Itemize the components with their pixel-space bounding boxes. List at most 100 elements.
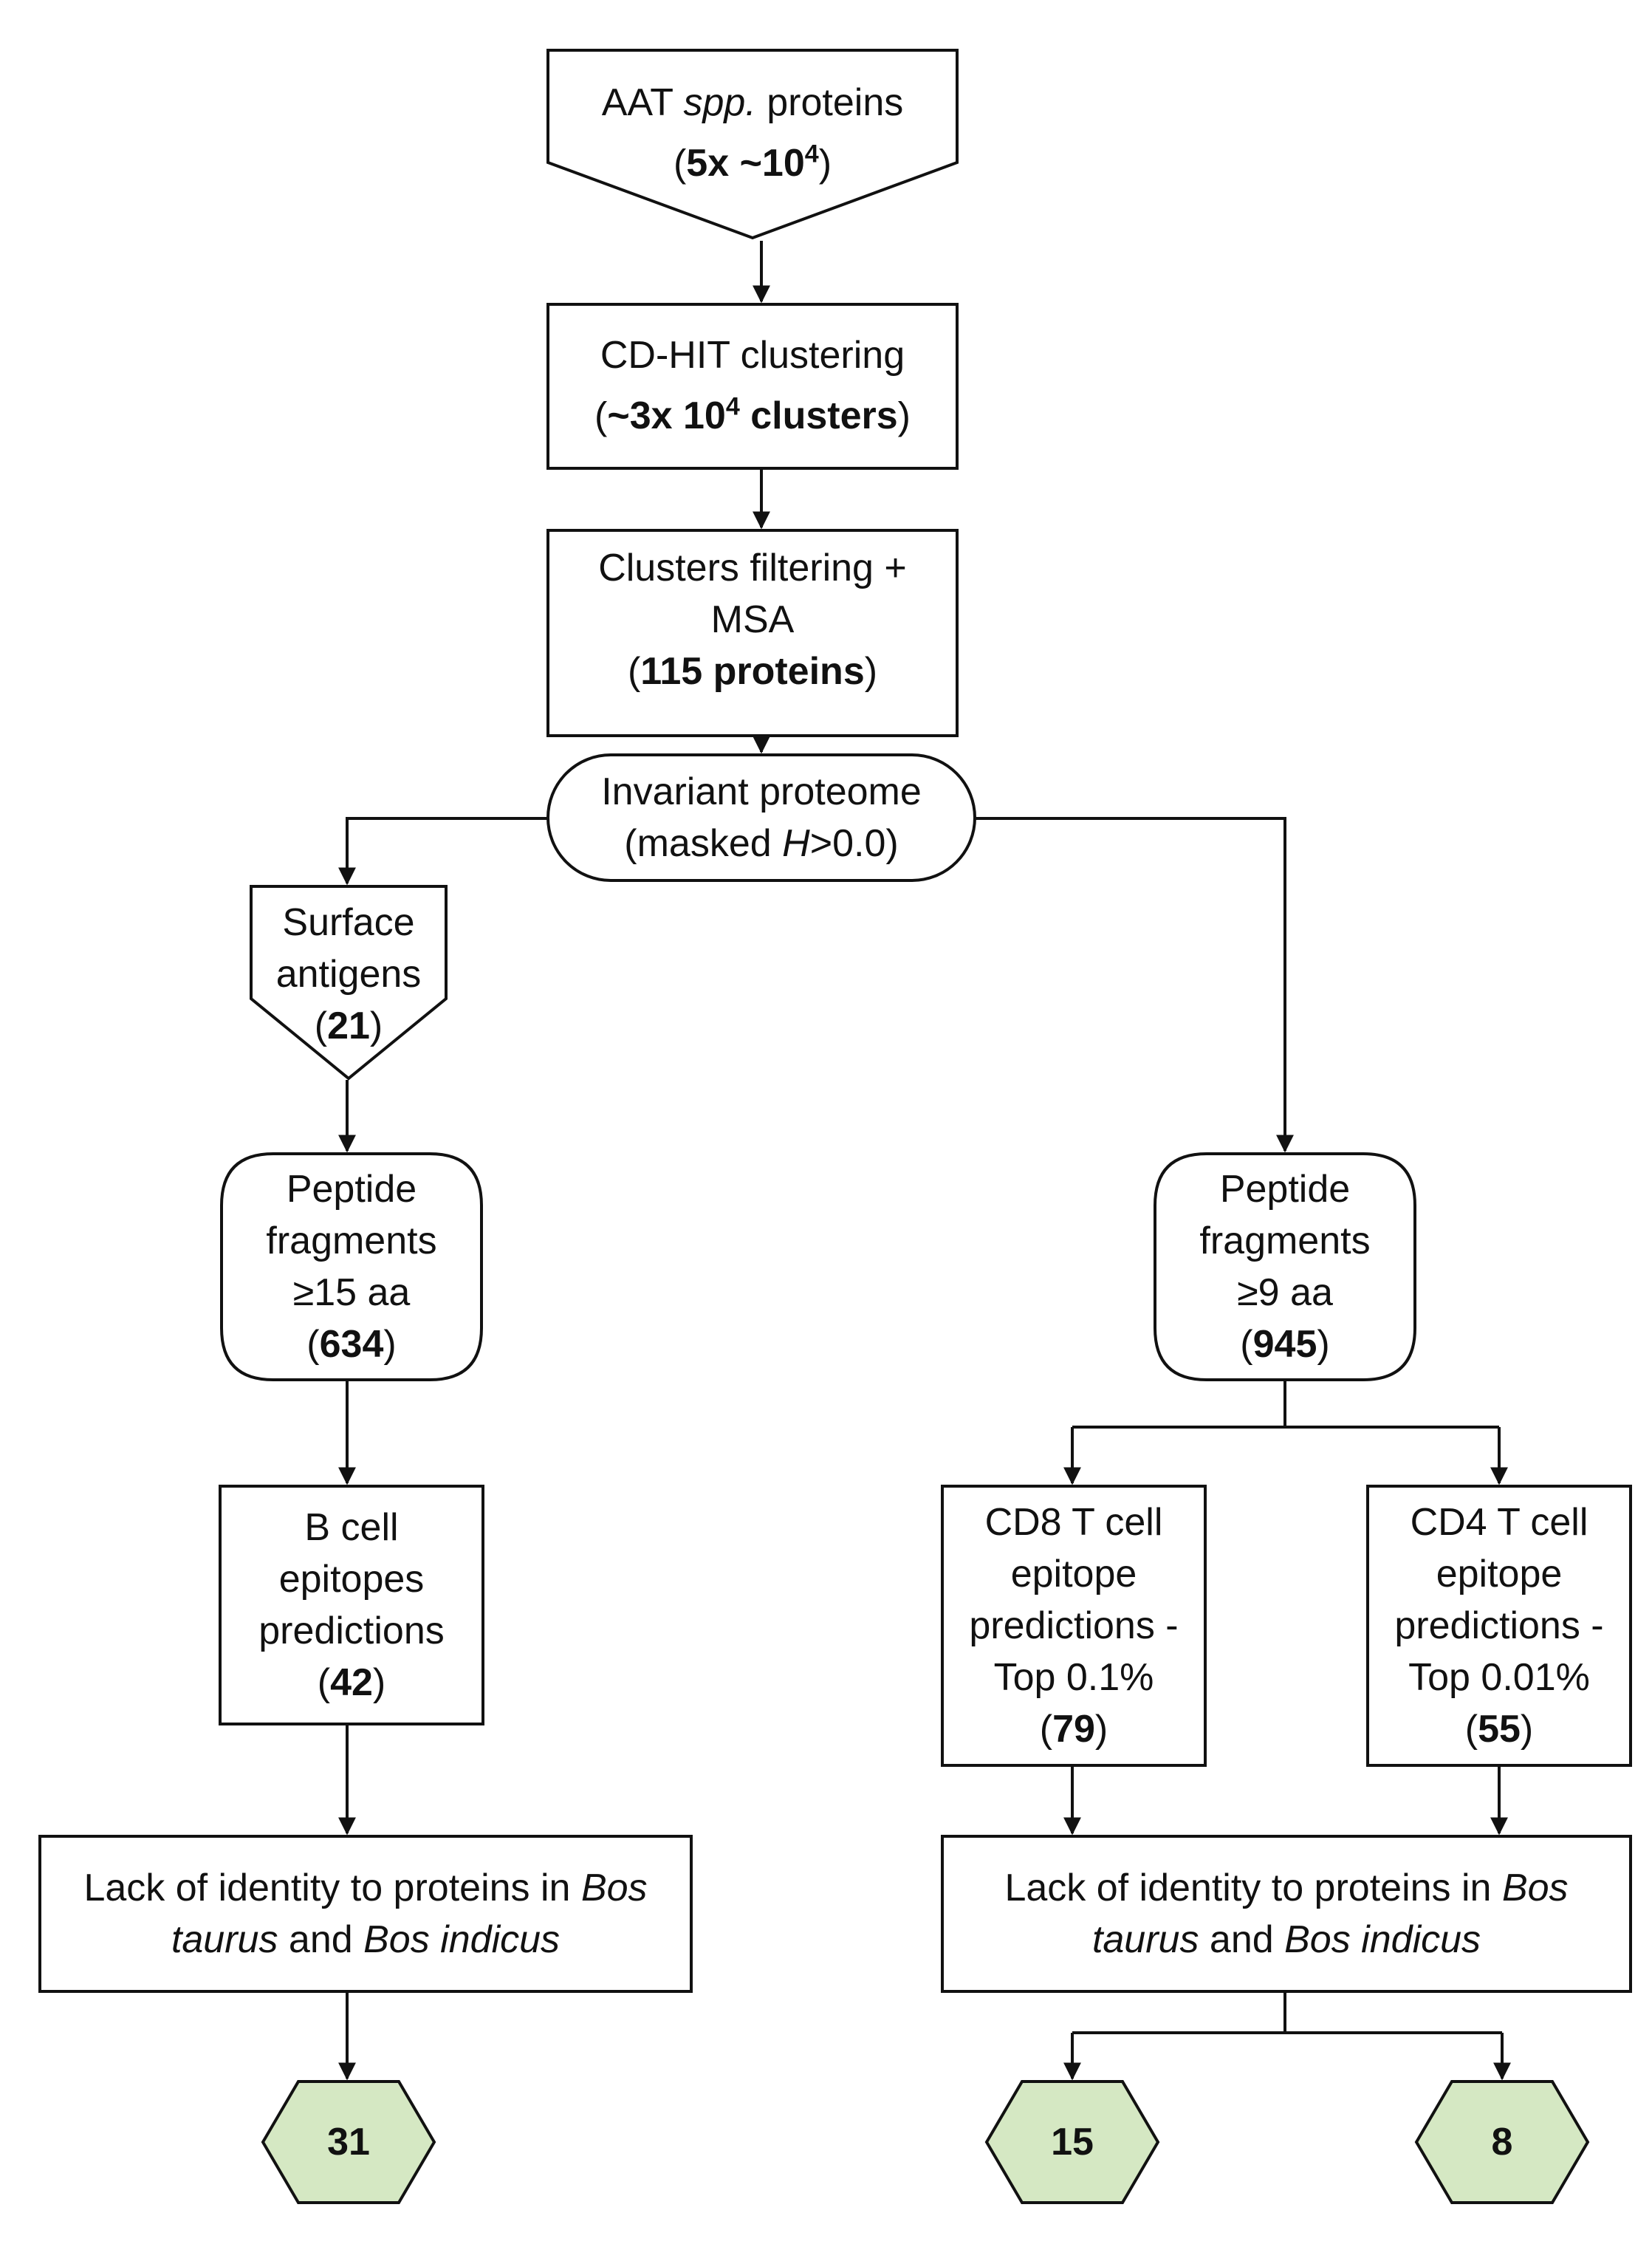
- invariant-proteome-node: Invariant proteome (masked H>0.0): [548, 766, 975, 869]
- invariant-prefix: (masked: [624, 822, 783, 865]
- output-15-hexagon: [984, 2080, 1160, 2204]
- pep9-line3: ≥9 aa: [1237, 1271, 1333, 1314]
- cdhit-close-paren: ): [897, 394, 911, 438]
- lack-identity-right-node: Lack of identity to proteins in Bos taur…: [942, 1862, 1631, 1966]
- cd4-line3: predictions -: [1394, 1604, 1604, 1647]
- cd8-epitope-shape: [941, 1485, 1207, 1767]
- output-31-label: 31: [327, 2121, 370, 2163]
- cd4-line2: epitope: [1436, 1553, 1563, 1595]
- lack-identity-left-node: Lack of identity to proteins in Bos taur…: [40, 1862, 691, 1966]
- cdhit-count-base: ~3x 10: [607, 394, 726, 438]
- lack-identity-left-shape: [38, 1835, 693, 1993]
- arrow-invariant-to-surface: [338, 817, 548, 886]
- invariant-line1: Invariant proteome: [601, 770, 922, 813]
- peptide-fragments-15-node: Peptide fragments ≥15 aa (634): [222, 1163, 481, 1370]
- aat-count: 5x ~104: [686, 140, 819, 185]
- filter-close-paren: ): [864, 650, 878, 693]
- aat-proteins-shape: [546, 49, 959, 240]
- cdhit-count-exponent: 4: [725, 393, 740, 421]
- pep15-open-paren: (: [306, 1323, 320, 1366]
- output-8-label: 8: [1491, 2121, 1513, 2163]
- surface-antigens-node: Surface antigens (21): [251, 897, 446, 1052]
- pep15-count: 634: [319, 1323, 384, 1366]
- pep15-line2: fragments: [266, 1220, 437, 1262]
- lackL-species-b: Bos indicus: [363, 1918, 561, 1961]
- peptide-fragments-15-shape: [220, 1152, 483, 1381]
- cd8-line4: Top 0.1%: [993, 1656, 1154, 1699]
- cd4-epitope-node: CD4 T cell epitope predictions - Top 0.0…: [1368, 1496, 1631, 1755]
- cd4-close-paren: ): [1520, 1708, 1534, 1751]
- aat-suffix: proteins: [767, 81, 904, 124]
- filter-open-paren: (: [627, 650, 641, 693]
- bcell-line1: B cell: [304, 1506, 399, 1549]
- filter-line1: Clusters filtering +: [598, 547, 907, 589]
- aat-count-base: 5x ~10: [686, 142, 805, 185]
- output-8-hexagon: [1414, 2080, 1590, 2204]
- pep9-close-paren: ): [1317, 1323, 1330, 1366]
- aat-count-exponent: 4: [804, 140, 819, 168]
- cd8-count: 79: [1052, 1708, 1095, 1751]
- pep15-close-paren: ): [383, 1323, 397, 1366]
- bcell-line2: epitopes: [278, 1558, 425, 1601]
- pep9-line1: Peptide: [1219, 1168, 1351, 1211]
- surface-close-paren: ): [369, 1005, 383, 1047]
- surface-open-paren: (: [314, 1005, 328, 1047]
- pep9-open-paren: (: [1240, 1323, 1253, 1366]
- cd8-epitope-node: CD8 T cell epitope predictions - Top 0.1…: [942, 1496, 1205, 1755]
- cd4-epitope-shape: [1366, 1485, 1632, 1767]
- invariant-suffix: >0.0): [809, 822, 899, 865]
- bcell-open-paren: (: [317, 1661, 331, 1704]
- clusters-filtering-node: Clusters filtering + MSA (115 proteins): [548, 542, 957, 697]
- invariant-variable: H: [782, 822, 810, 865]
- cd4-count: 55: [1478, 1708, 1521, 1751]
- aat-species: spp.: [683, 81, 756, 124]
- output-15-label: 15: [1051, 2121, 1094, 2163]
- lack-identity-right-shape: [941, 1835, 1632, 1993]
- pep9-count: 945: [1252, 1323, 1317, 1366]
- pep15-line3: ≥15 aa: [292, 1271, 411, 1314]
- arrow-invariant-to-peptide9: [975, 817, 1294, 1153]
- cdhit-clustering-shape: [546, 303, 959, 470]
- output-31-hexagon: [261, 2080, 436, 2204]
- peptide-fragments-9-shape: [1154, 1152, 1416, 1381]
- pep9-line2: fragments: [1199, 1220, 1371, 1262]
- cdhit-count: ~3x 104 clusters: [607, 393, 898, 438]
- cdhit-count-suffix: clusters: [739, 394, 898, 438]
- b-cell-epitopes-shape: [219, 1485, 484, 1725]
- aat-proteins-node: AAT spp. proteins (5x ~104): [548, 77, 957, 189]
- lackR-species-a: taurus: [1091, 1918, 1199, 1961]
- lackR-species-b: Bos indicus: [1284, 1918, 1481, 1961]
- peptide-fragments-9-node: Peptide fragments ≥9 aa (945): [1155, 1163, 1415, 1370]
- cd4-line1: CD4 T cell: [1410, 1501, 1588, 1544]
- cd8-line2: epitope: [1010, 1553, 1137, 1595]
- surface-antigens-shape: [250, 885, 448, 1081]
- surface-count: 21: [327, 1005, 370, 1047]
- lackL-genus: Bos: [580, 1867, 648, 1909]
- filter-count: 115 proteins: [640, 650, 865, 693]
- lackR-genus: Bos: [1501, 1867, 1569, 1909]
- cd4-line4: Top 0.01%: [1408, 1656, 1590, 1699]
- lackR-text: Lack of identity to proteins in: [1004, 1867, 1502, 1909]
- b-cell-epitopes-node: B cell epitopes predictions (42): [220, 1502, 483, 1708]
- cdhit-title: CD-HIT clustering: [600, 334, 905, 377]
- pep15-line1: Peptide: [286, 1168, 417, 1211]
- surface-line1: Surface: [282, 901, 415, 944]
- aat-open-paren: (: [673, 142, 687, 185]
- bcell-close-paren: ): [372, 1661, 386, 1704]
- cd8-line1: CD8 T cell: [984, 1501, 1163, 1544]
- lackL-text: Lack of identity to proteins in: [83, 1867, 581, 1909]
- bcell-count: 42: [330, 1661, 373, 1704]
- clusters-filtering-shape: [546, 529, 959, 737]
- cd8-open-paren: (: [1039, 1708, 1053, 1751]
- cd4-open-paren: (: [1464, 1708, 1478, 1751]
- lackR-and: and: [1199, 1918, 1285, 1961]
- cd8-close-paren: ): [1094, 1708, 1108, 1751]
- cdhit-clustering-node: CD-HIT clustering (~3x 104 clusters): [548, 329, 957, 442]
- aat-name: AAT: [601, 81, 674, 124]
- lackL-and: and: [278, 1918, 364, 1961]
- aat-close-paren: ): [818, 142, 832, 185]
- filter-line2: MSA: [710, 598, 795, 641]
- cd8-line3: predictions -: [969, 1604, 1179, 1647]
